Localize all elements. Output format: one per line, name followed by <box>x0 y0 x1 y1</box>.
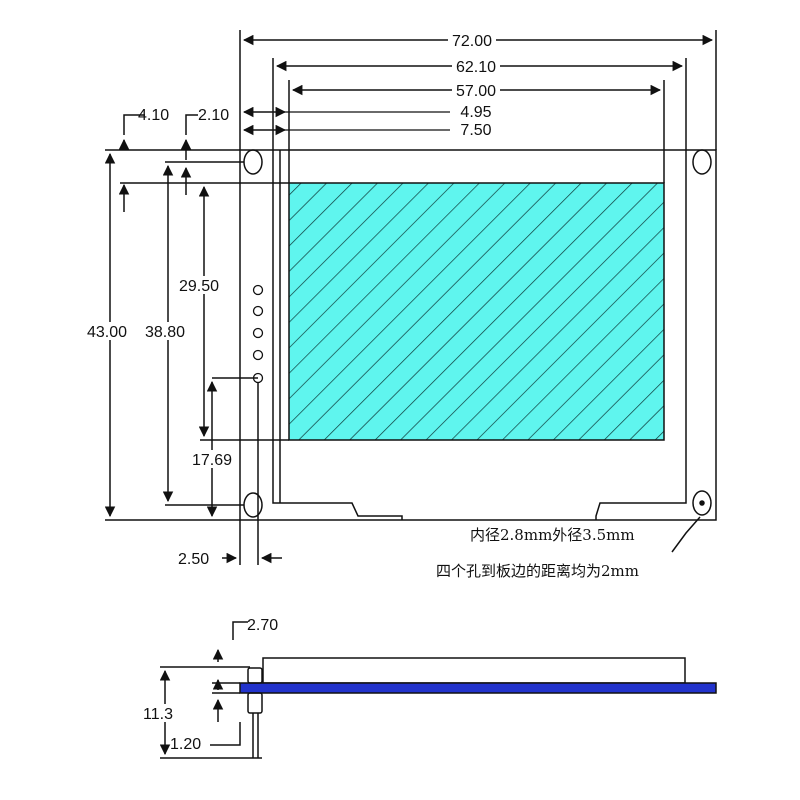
pin <box>252 327 264 339</box>
dim-pin-height: 17.69 <box>192 452 232 469</box>
dim-active-area-height: 29.50 <box>179 278 219 295</box>
dim-thickness: 2.70 <box>247 617 278 634</box>
pin <box>252 305 264 317</box>
active-area <box>288 182 665 441</box>
dim-active-area-offset: 4.95 <box>460 104 491 121</box>
mounting-hole <box>243 492 263 518</box>
dim-total-height: 11.3 <box>143 706 173 723</box>
side-pcb <box>239 682 717 694</box>
mounting-hole <box>692 490 712 516</box>
hole-note-edge-distance: 四个孔到板边的距离均为2mm <box>436 562 639 580</box>
dim-hole-spacing-vertical: 38.80 <box>145 324 185 341</box>
connector-pins <box>252 284 264 384</box>
top-view-labels: 72.00 62.10 57.00 4.95 7.50 4.10 2.10 43… <box>82 32 639 580</box>
board-outline <box>239 149 717 521</box>
dim-vertical-offset-a: 4.10 <box>138 107 169 124</box>
dim-board-height: 43.00 <box>87 324 127 341</box>
dim-display-offset: 7.50 <box>460 122 491 139</box>
mounting-hole <box>692 149 712 175</box>
pin <box>252 284 264 296</box>
dim-pcb-thickness: 1.20 <box>170 736 201 753</box>
dim-active-area-width: 57.00 <box>456 83 496 100</box>
side-view-labels: 2.70 11.3 1.20 <box>140 617 278 753</box>
side-view <box>159 621 717 759</box>
side-module-body <box>262 657 686 684</box>
hole-note-diameter: 内径2.8mm外径3.5mm <box>470 526 635 544</box>
dim-hole-spacing: 62.10 <box>456 59 496 76</box>
dim-vertical-offset-b: 2.10 <box>198 107 229 124</box>
mounting-hole <box>243 149 263 175</box>
dim-pin-offset: 2.50 <box>178 551 209 568</box>
side-pin-header <box>247 667 263 684</box>
pin <box>252 349 264 361</box>
top-view <box>104 30 717 565</box>
dim-board-width: 72.00 <box>452 33 492 50</box>
panel-outline <box>272 150 687 520</box>
